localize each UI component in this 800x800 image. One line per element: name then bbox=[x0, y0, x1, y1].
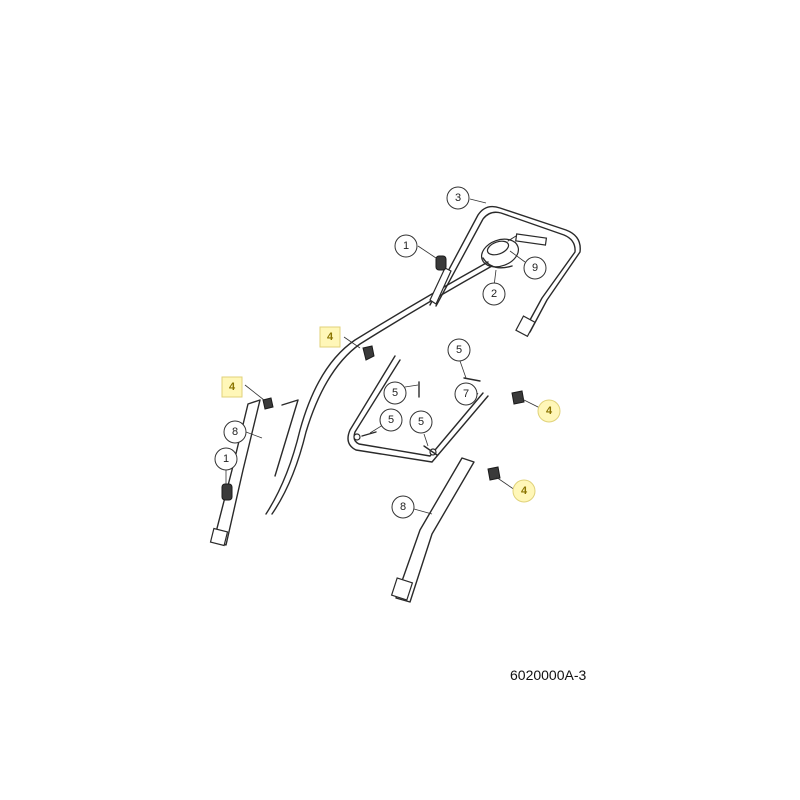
callout-7: 7 bbox=[454, 382, 478, 406]
left-lower-tube bbox=[209, 397, 299, 547]
control-box bbox=[481, 235, 519, 269]
svg-text:5: 5 bbox=[456, 344, 462, 356]
cable-clip-upper bbox=[362, 345, 375, 361]
upper-cable-lever bbox=[429, 255, 452, 305]
svg-text:2: 2 bbox=[491, 288, 497, 300]
callout-9: 9 bbox=[523, 256, 547, 280]
callout-5-left: 5 bbox=[379, 408, 403, 432]
bolts bbox=[361, 377, 481, 456]
svg-text:1: 1 bbox=[223, 453, 229, 465]
svg-text:3: 3 bbox=[455, 192, 461, 204]
svg-text:9: 9 bbox=[532, 262, 538, 274]
callout-5-right: 5 bbox=[409, 410, 433, 434]
svg-text:7: 7 bbox=[463, 388, 469, 400]
svg-text:8: 8 bbox=[232, 426, 238, 438]
callout-1-upper: 1 bbox=[394, 234, 418, 258]
callout-4-highlight-upper: 4 bbox=[319, 326, 341, 348]
callout-8-left: 8 bbox=[223, 420, 247, 444]
svg-text:5: 5 bbox=[418, 416, 424, 428]
callout-5-top: 5 bbox=[447, 338, 471, 362]
svg-text:4: 4 bbox=[229, 381, 236, 393]
callout-5-mid: 5 bbox=[383, 381, 407, 405]
lower-cable-lever bbox=[221, 483, 233, 501]
knob-right-upper bbox=[511, 390, 525, 405]
callout-2: 2 bbox=[482, 282, 506, 306]
lower-handle-bar bbox=[347, 355, 489, 463]
callout-4-highlight-right-lower: 4 bbox=[512, 479, 536, 503]
svg-text:4: 4 bbox=[327, 331, 334, 343]
upper-handle-bar bbox=[429, 205, 581, 338]
svg-text:4: 4 bbox=[521, 485, 528, 497]
callout-4-highlight-right-upper: 4 bbox=[537, 399, 561, 423]
svg-text:5: 5 bbox=[392, 387, 398, 399]
svg-text:8: 8 bbox=[400, 501, 406, 513]
callout-3: 3 bbox=[446, 186, 470, 210]
knob-right-lower bbox=[487, 466, 501, 481]
right-lower-tube bbox=[390, 457, 475, 603]
callout-4-highlight-left: 4 bbox=[221, 376, 243, 398]
svg-text:5: 5 bbox=[388, 414, 394, 426]
svg-text:1: 1 bbox=[403, 240, 409, 252]
callout-1-lower: 1 bbox=[214, 447, 238, 471]
svg-text:4: 4 bbox=[546, 405, 553, 417]
drawing-number: 6020000A-3 bbox=[510, 667, 587, 683]
callout-8-right: 8 bbox=[391, 495, 415, 519]
